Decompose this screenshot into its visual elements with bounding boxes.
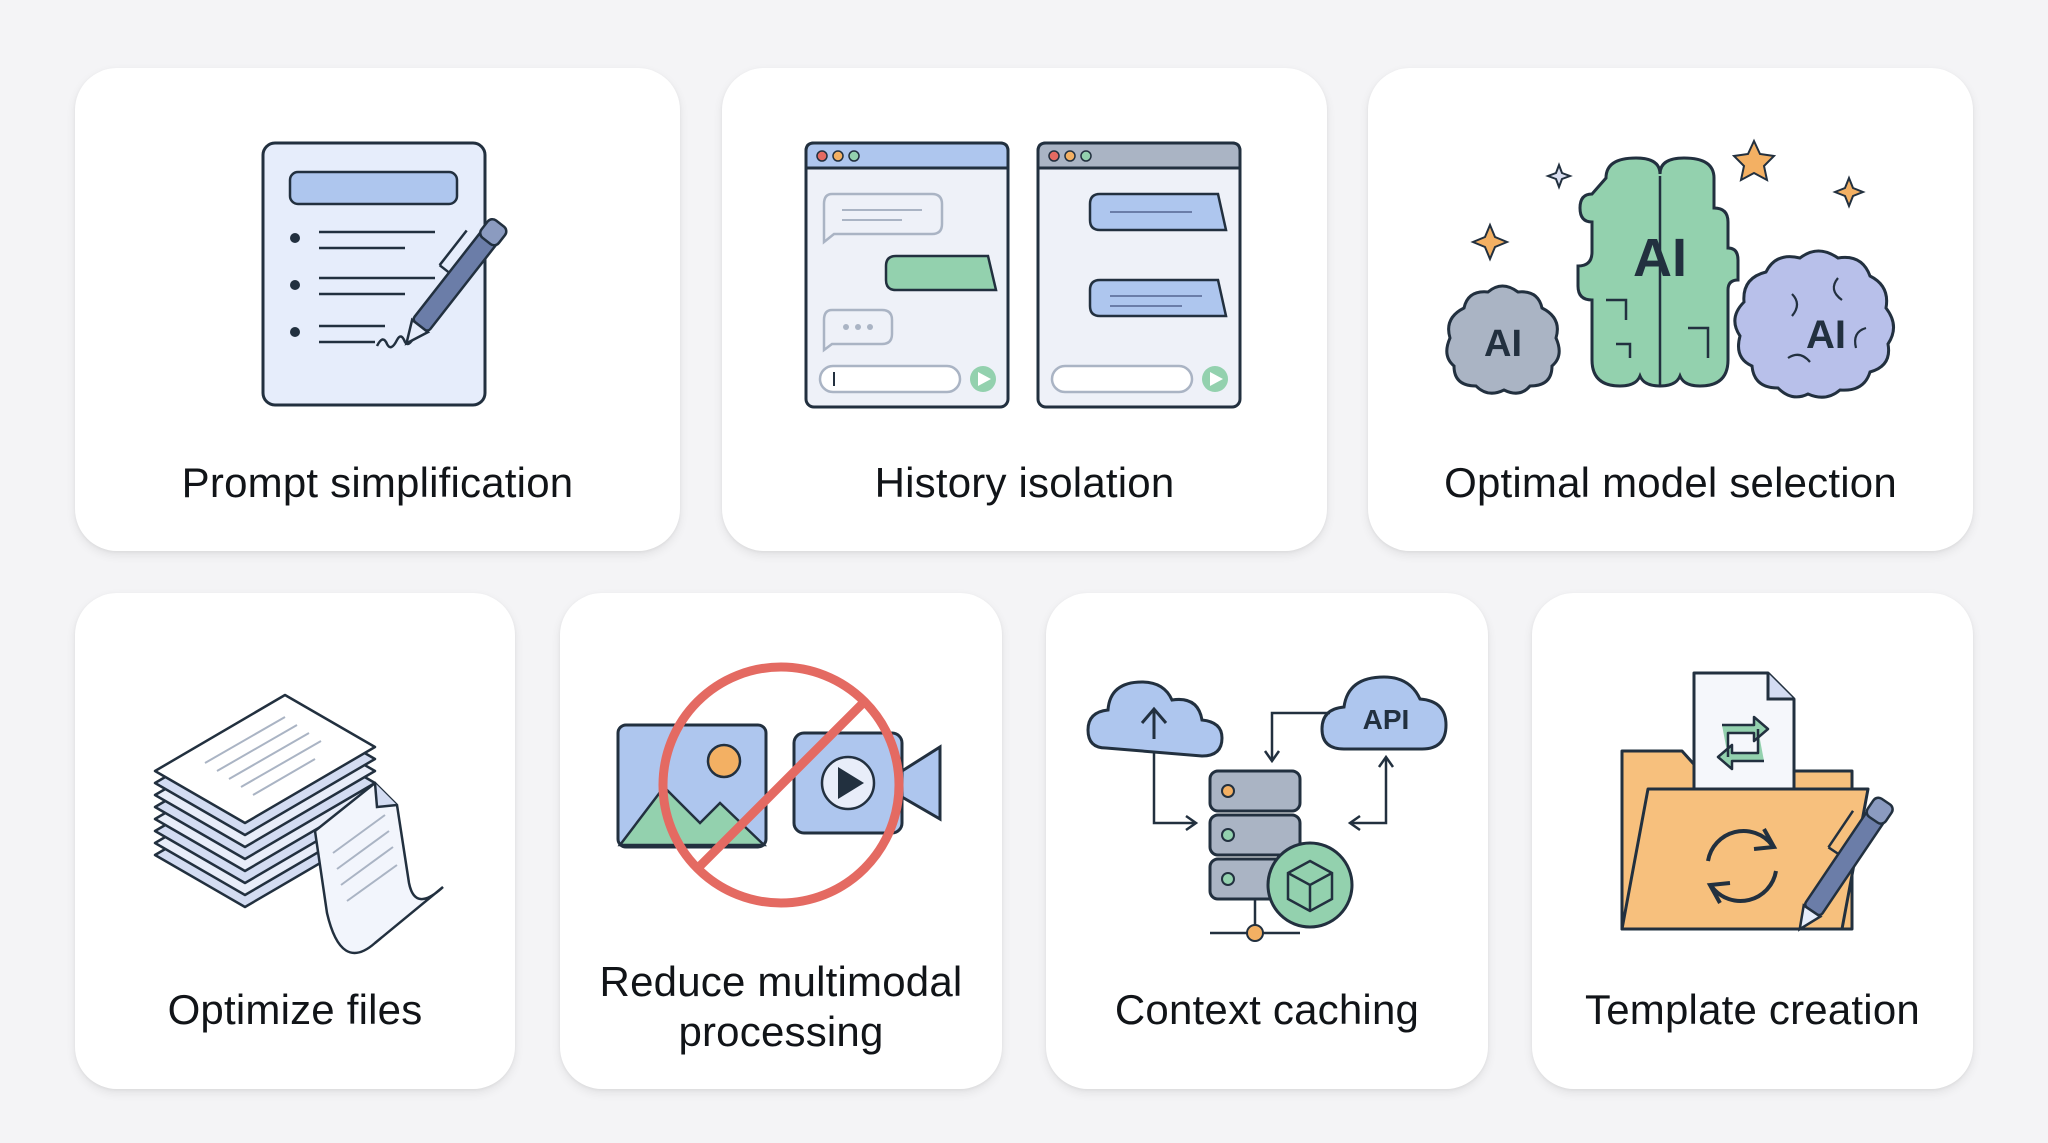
card-label: Reduce multimodal processing: [560, 957, 1002, 1057]
card-prompt-simplification: Prompt simplification: [75, 68, 680, 551]
card-reduce-multimodal-processing: Reduce multimodal processing: [560, 593, 1002, 1089]
folder-template-icon: [1620, 671, 1894, 932]
card-label: Template creation: [1585, 986, 1920, 1033]
document-pen-icon: [261, 141, 508, 407]
chat-windows-icon: [804, 141, 1242, 409]
ai-text-small: AI: [1484, 323, 1522, 365]
ai-text-large: AI: [1633, 228, 1687, 288]
api-text: API: [1363, 704, 1410, 735]
card-label-line-1: Reduce multimodal: [599, 958, 963, 1005]
cache-server-icon: API: [1086, 675, 1448, 942]
card-label-line-2: processing: [678, 1008, 884, 1055]
card-label: History isolation: [874, 459, 1175, 506]
card-optimal-model-selection: AI AI AI Optimal model selection: [1368, 68, 1973, 551]
file-stack-icon: [153, 693, 444, 955]
ai-text-medium: AI: [1806, 313, 1846, 357]
card-label: Context caching: [1114, 986, 1420, 1033]
card-history-isolation: History isolation: [722, 68, 1327, 551]
card-label: Optimal model selection: [1444, 459, 1897, 506]
card-optimize-files: Optimize files: [75, 593, 515, 1089]
card-label: Prompt simplification: [181, 459, 574, 506]
card-context-caching: API Context caching: [1046, 593, 1488, 1089]
card-template-creation: Template creation: [1532, 593, 1973, 1089]
no-media-icon: [616, 662, 942, 908]
ai-brains-icon: AI AI AI: [1445, 138, 1895, 399]
card-label: Optimize files: [167, 986, 423, 1033]
